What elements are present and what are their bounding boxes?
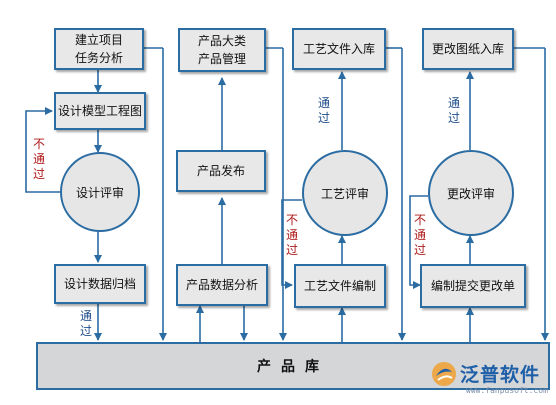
brand-logo: 泛普软件 www.fanpusoft.com: [430, 358, 552, 398]
node-project-task: 建立项目 任务分析: [54, 28, 144, 70]
product-database: 产品库: [36, 342, 550, 390]
label-design-fail: 不通过: [32, 137, 45, 181]
label-process-pass: 通过: [317, 96, 330, 125]
logo-name: 泛普软件: [460, 364, 541, 386]
label-process-fail: 不通过: [285, 213, 298, 257]
node-product-analysis: 产品数据分析: [176, 264, 268, 306]
node-change-order: 编制提交更改单: [420, 264, 526, 308]
fanpu-logo-icon: [432, 362, 456, 386]
node-drawing-storage: 更改图纸入库: [422, 28, 514, 70]
node-product-categories: 产品大类 产品管理: [178, 28, 266, 72]
logo-url: www.fanpusoft.com: [466, 386, 548, 395]
node-design-model: 设计模型工程图: [54, 92, 146, 130]
node-design-archive: 设计数据归档: [54, 264, 146, 304]
node-design-review: 设计评审: [60, 152, 140, 232]
label-change-pass: 通过: [447, 96, 460, 125]
node-process-edit: 工艺文件编制: [294, 264, 386, 308]
node-process-storage: 工艺文件入库: [292, 28, 386, 70]
node-process-review: 工艺评审: [302, 150, 388, 236]
label-archive-pass: 通过: [79, 309, 92, 338]
node-product-release: 产品发布: [176, 150, 266, 192]
label-change-fail: 不通过: [413, 213, 426, 257]
node-change-review: 更改评审: [428, 150, 514, 236]
